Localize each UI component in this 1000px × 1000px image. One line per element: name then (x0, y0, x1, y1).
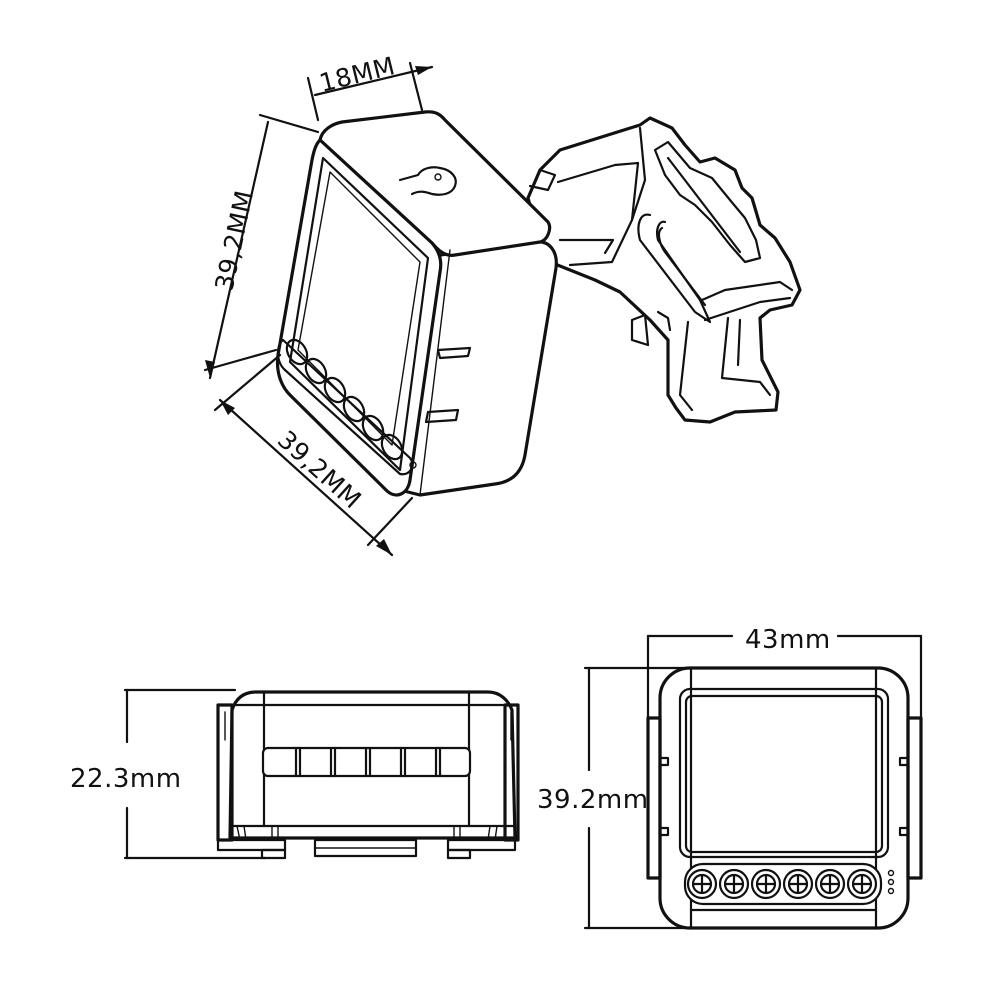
terminal-screw (323, 376, 347, 404)
front-view: 43mm 39.2mm (537, 625, 923, 930)
terminal-screw (342, 395, 366, 423)
terminal-block (276, 338, 417, 476)
terminal-screw (380, 433, 404, 461)
dimension-front-height: 39.2mm (537, 666, 692, 930)
terminal-block-front (683, 862, 895, 906)
side-view: 22.3mm (70, 688, 520, 860)
mounting-bracket (526, 116, 802, 424)
touch-hand-icon (398, 166, 457, 196)
terminal-screw (750, 868, 782, 900)
dimension-front-width: 43mm (646, 625, 923, 722)
terminal-screw (718, 868, 750, 900)
dimension-side-height: 22.3mm (70, 688, 267, 860)
terminal-screw (782, 868, 814, 900)
front-panel (684, 694, 884, 854)
terminal-screw (361, 414, 385, 442)
dimension-label-side-height: 22.3mm (70, 764, 182, 794)
terminal-screw (686, 868, 718, 900)
isometric-view: 18MM 39,2MM 39,2MM (203, 51, 802, 557)
terminal-screw (304, 357, 328, 385)
dimension-label-front-height: 39.2mm (537, 785, 649, 815)
terminal-screw (285, 338, 309, 366)
dimension-label-height: 39,2MM (210, 188, 260, 294)
terminal-slot-row (261, 746, 472, 778)
module-body (275, 110, 558, 497)
dimension-label-front-width: 43mm (745, 625, 831, 655)
dimension-depth: 18MM (306, 51, 434, 122)
terminal-screw (814, 868, 846, 900)
terminal-screw (846, 868, 878, 900)
dimension-label-depth: 18MM (316, 51, 398, 98)
